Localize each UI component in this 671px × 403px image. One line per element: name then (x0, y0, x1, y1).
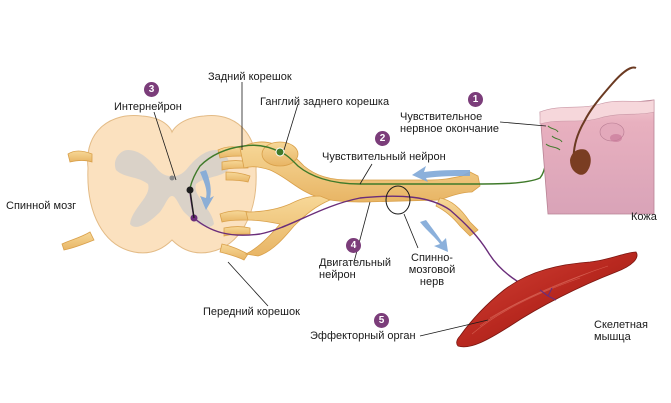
skin-label: Кожа (631, 211, 657, 223)
skeletal-muscle (456, 251, 638, 348)
effector-organ-label: Эффекторный орган (310, 330, 416, 342)
flow-arrows (200, 166, 470, 252)
step-badge-3: 3 (144, 82, 159, 97)
dorsal-root-label: Задний корешок (208, 71, 292, 83)
step-badge-1: 1 (468, 92, 483, 107)
motor-neuron-label: Двигательный нейрон (319, 257, 392, 281)
ganglion-cell-body (275, 147, 285, 157)
dorsal-root-ganglion-label: Ганглий заднего корешка (260, 96, 390, 108)
sensory-neuron-path (189, 135, 547, 189)
step-badge-5: 5 (374, 313, 389, 328)
skin-block (539, 66, 655, 215)
step-badge-4: 4 (346, 238, 361, 253)
ventral-root-label: Передний корешок (203, 306, 300, 318)
spinal-cord (87, 114, 257, 254)
interneuron-label: Интернейрон (114, 101, 182, 113)
spinal-cord-label: Спинной мозг (6, 200, 77, 212)
sensory-ending-label: Чувствительное нервное окончание (400, 111, 499, 135)
step-badge-2: 2 (375, 131, 390, 146)
skeletal-muscle-label: Скелетная мышца (594, 319, 648, 343)
leader-lines (153, 82, 547, 337)
spinal-nerve-marker (385, 185, 411, 215)
spinal-nerve-label: Спинно- мозговой нерв (408, 252, 456, 288)
sensory-neuron-label: Чувствительный нейрон (322, 151, 446, 163)
interneuron-link (189, 189, 195, 219)
